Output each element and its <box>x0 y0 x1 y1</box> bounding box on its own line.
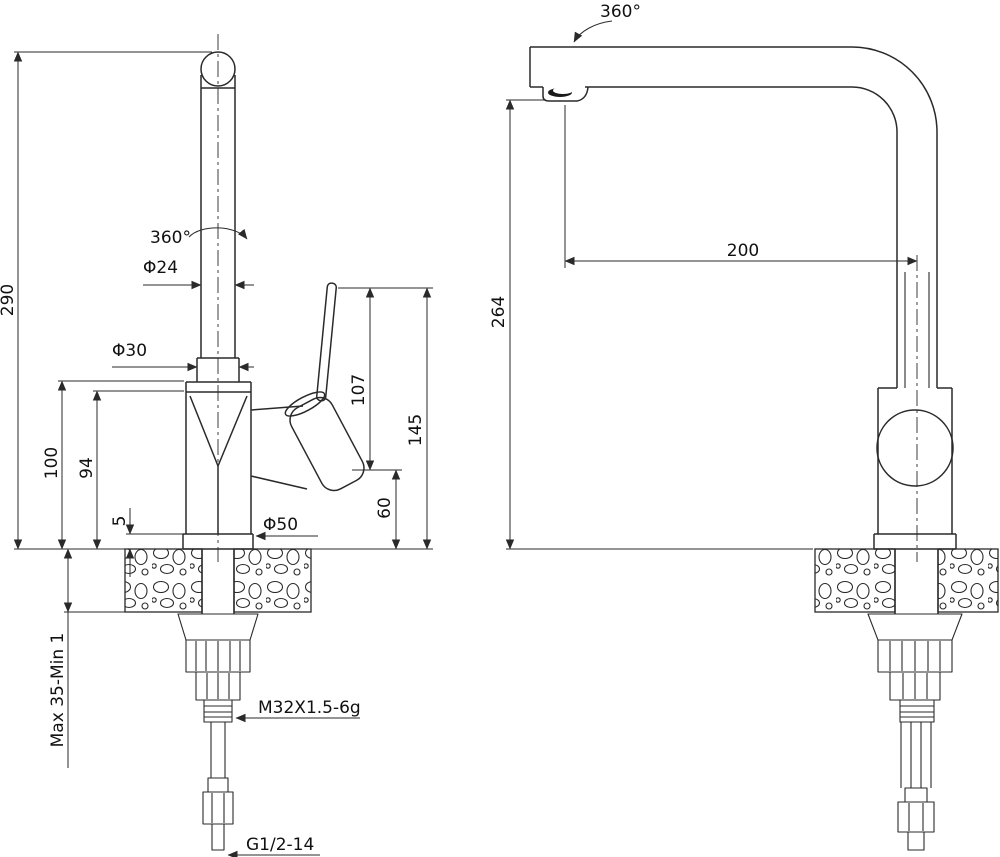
dim-145-label: 145 <box>406 414 426 446</box>
countertop-left <box>124 548 203 613</box>
side-view: 360° 264 200 <box>489 2 999 851</box>
front-dimensions <box>13 51 433 857</box>
side-mounting-hardware <box>867 613 963 723</box>
side-dimensions <box>505 20 918 550</box>
aerator <box>542 86 589 102</box>
side-hoses <box>897 722 935 851</box>
rotation-arrow <box>188 227 248 240</box>
front-hose <box>202 722 234 851</box>
valve-housing <box>876 409 954 487</box>
dim-200-label: 200 <box>727 241 759 261</box>
handle-grip <box>289 396 365 492</box>
dim-94-label: 94 <box>77 457 97 479</box>
dim-5-label: 5 <box>110 516 130 527</box>
dia24-label: Φ24 <box>143 258 178 278</box>
dia30-label: Φ30 <box>112 341 147 361</box>
dim-100-label: 100 <box>42 447 62 479</box>
handle <box>250 282 365 492</box>
spout-cap <box>200 51 236 87</box>
dim-290-label: 290 <box>0 284 18 316</box>
rotation-arrow <box>573 20 613 43</box>
dim-60-label: 60 <box>375 497 395 519</box>
dim-264-label: 264 <box>489 296 509 328</box>
hose-thread-label: G1/2-14 <box>246 835 314 855</box>
countertop-right <box>937 548 999 613</box>
handle-lever <box>315 282 338 402</box>
countertop-left <box>814 548 896 613</box>
rotation-label: 360° <box>600 2 641 22</box>
side-faucet-body <box>529 46 963 851</box>
countertop-right <box>233 548 312 613</box>
front-view: 360° Φ24 Φ30 Φ50 290 100 94 5 Max 35-Min… <box>0 34 433 857</box>
shank-thread-label: M32X1.5-6g <box>258 698 361 718</box>
dia50-label: Φ50 <box>263 515 298 535</box>
deck-range-label: Max 35-Min 1 <box>48 633 68 748</box>
dim-107-label: 107 <box>349 374 369 406</box>
rotation-label: 360° <box>150 228 191 248</box>
front-mounting-hardware <box>177 613 259 723</box>
